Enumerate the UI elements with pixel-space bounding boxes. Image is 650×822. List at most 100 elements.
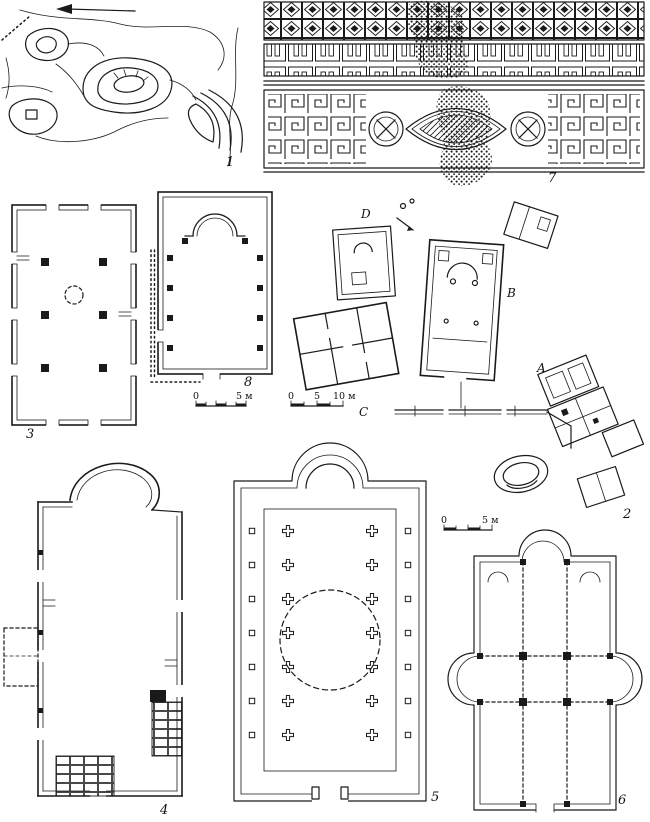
column-cross xyxy=(366,729,378,741)
pier xyxy=(519,698,527,706)
pier xyxy=(41,311,49,319)
pilaster xyxy=(248,663,256,671)
pilaster-pier xyxy=(564,559,570,565)
scale-five: 5 xyxy=(314,391,320,402)
pier xyxy=(182,238,188,244)
pilaster-pier xyxy=(477,653,483,659)
pier xyxy=(257,285,263,291)
damage-stipple xyxy=(436,86,492,187)
column-cross xyxy=(282,729,294,741)
column-cross xyxy=(282,525,294,537)
pilaster-pier xyxy=(564,801,570,807)
pier xyxy=(242,238,248,244)
plan-2-label: 2 xyxy=(622,507,631,522)
plan-4-label: 4 xyxy=(159,803,168,818)
pilaster xyxy=(404,629,412,637)
plan-8-small-basilica: 8 0 5 м xyxy=(150,191,273,407)
enclosure-walls xyxy=(35,501,184,800)
oval-structure xyxy=(493,454,549,494)
column-cross xyxy=(366,593,378,605)
pilaster-pier xyxy=(520,801,526,807)
plan-1-contour-map: 1 xyxy=(1,4,243,170)
scale-zero: 0 xyxy=(193,391,199,402)
stippled-wall-trace xyxy=(150,249,201,383)
column-cross xyxy=(366,627,378,639)
pilaster-pier xyxy=(477,699,483,705)
colonnade-crosses xyxy=(282,525,378,741)
north-arrow-icon xyxy=(56,4,136,14)
wall-pilasters xyxy=(248,527,412,739)
scale-five: 5 м xyxy=(482,515,499,526)
column-cross xyxy=(282,593,294,605)
dashed-feature-circle xyxy=(64,285,84,305)
area-b-label: B xyxy=(506,286,516,300)
area-d-label: D xyxy=(360,207,371,221)
scale-bar-plan8: 0 5 м xyxy=(193,391,253,407)
pier xyxy=(167,315,173,321)
small-finds-marks xyxy=(396,198,415,231)
column-cross xyxy=(282,695,294,707)
pier xyxy=(41,258,49,266)
plan-2-excavation-complex: D B xyxy=(288,198,645,522)
pilaster-pier xyxy=(607,699,613,705)
plan-3-label: 3 xyxy=(26,427,34,442)
pier xyxy=(257,345,263,351)
pilaster-pier xyxy=(607,653,613,659)
pier xyxy=(519,652,527,660)
pier xyxy=(99,258,107,266)
circle-cross-motif xyxy=(510,111,546,147)
pier xyxy=(257,315,263,321)
area-c-label: C xyxy=(359,405,368,419)
dotted-track-line xyxy=(1,15,31,41)
pier xyxy=(41,364,49,372)
corner-apsidiole xyxy=(579,571,601,583)
scale-five: 5 м xyxy=(236,391,253,402)
apse-wall xyxy=(69,462,161,512)
scale-bar-plan6: 0 5 м xyxy=(441,515,499,531)
pilaster xyxy=(248,731,256,739)
dashed-circle xyxy=(279,589,381,691)
area-a-label: A xyxy=(536,361,546,375)
masonry-bricks xyxy=(55,690,183,797)
plan-8-label: 8 xyxy=(244,375,252,390)
plan-7-label: 7 xyxy=(548,171,557,186)
pier xyxy=(99,311,107,319)
rooms-southeast xyxy=(576,465,626,509)
plan-6-label: 6 xyxy=(618,793,626,808)
church-walls xyxy=(447,529,643,813)
column-cross xyxy=(366,559,378,571)
pilaster xyxy=(404,561,412,569)
scale-zero: 0 xyxy=(288,391,294,402)
scale-zero: 0 xyxy=(441,515,447,526)
column-cross xyxy=(366,695,378,707)
column-cross xyxy=(282,559,294,571)
basilica-b xyxy=(419,238,505,383)
scale-bar-plan2: 0 5 10 м xyxy=(288,391,356,407)
pier xyxy=(167,285,173,291)
basilica-walls xyxy=(155,191,273,382)
pier xyxy=(167,255,173,261)
boundary-wall xyxy=(394,381,572,449)
column-cross xyxy=(366,525,378,537)
pilaster xyxy=(248,595,256,603)
pier xyxy=(257,255,263,261)
pier xyxy=(563,698,571,706)
plan-5-great-basilica: 5 xyxy=(233,442,439,805)
plan-1-label: 1 xyxy=(226,155,234,170)
plan-4-long-enclosure: 4 xyxy=(3,462,184,818)
plan-5-label: 5 xyxy=(431,790,439,805)
crossing-piers xyxy=(477,559,613,807)
plan-7-mosaic-band: 7 xyxy=(263,0,645,187)
pilaster xyxy=(248,527,256,535)
pilaster xyxy=(404,697,412,705)
pier xyxy=(563,652,571,660)
plan-6-cross-church: 0 5 м 6 xyxy=(441,515,643,813)
damage-stipple xyxy=(405,0,469,79)
building-d xyxy=(332,225,396,301)
pilaster-pier xyxy=(520,559,526,565)
pier xyxy=(99,364,107,372)
scale-ten: 10 м xyxy=(333,391,356,402)
pier xyxy=(167,345,173,351)
building-a xyxy=(537,354,645,458)
